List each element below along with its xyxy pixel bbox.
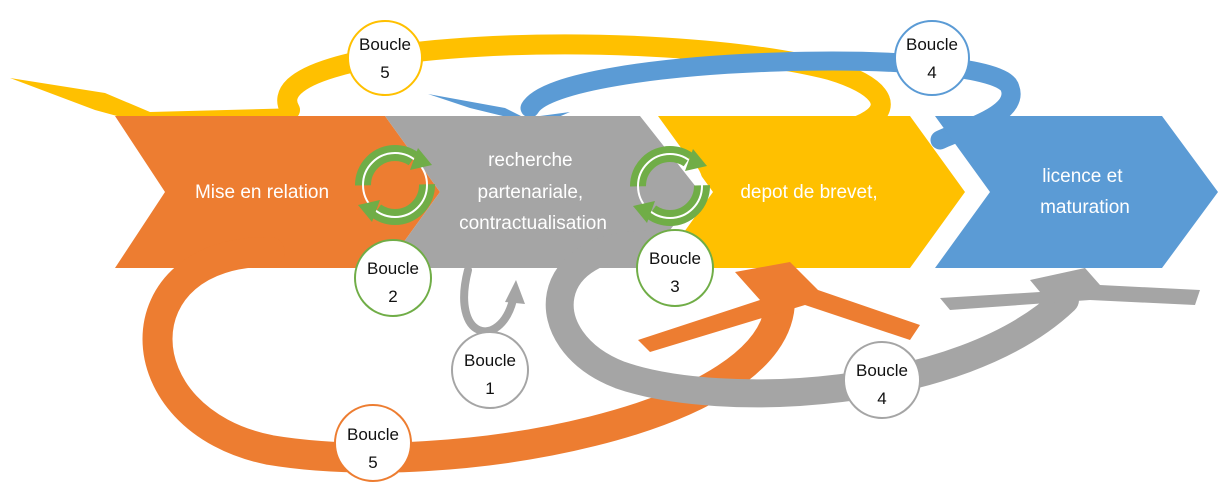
- loop-1-arrow: [460, 266, 525, 336]
- cycle-icon-1: [355, 145, 435, 225]
- stage-depot-brevet: [658, 116, 965, 268]
- stage-mise-en-relation: [115, 116, 440, 268]
- stage-1-label: Mise en relation: [195, 182, 329, 203]
- loop-4-bottom-arrow: [545, 230, 1200, 408]
- loop-5-bottom-arrow: [142, 236, 920, 473]
- stage-licence: [935, 116, 1218, 268]
- stage-4-label: licence et maturation: [1040, 166, 1130, 218]
- stage-recherche: [385, 116, 700, 268]
- stage-3-label: depot de brevet,: [740, 182, 877, 203]
- cycle-icon-2: [630, 146, 710, 226]
- stage-2-label: recherche partenariale, contractualisati…: [459, 150, 607, 234]
- stages: [115, 116, 1218, 268]
